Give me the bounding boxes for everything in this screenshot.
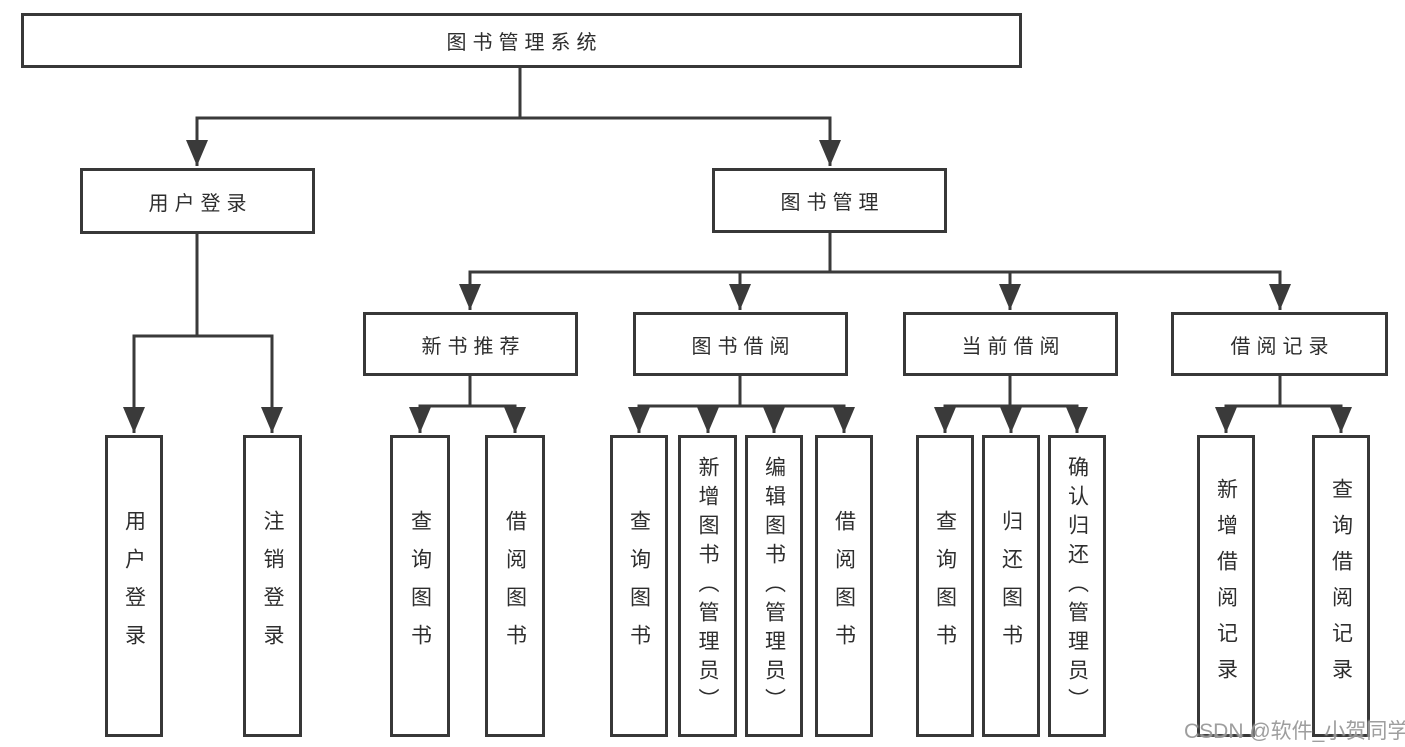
node-leaf-query-book-3: 查询图书 <box>916 435 974 737</box>
leaf-label: 查询借阅记录 <box>1329 478 1353 694</box>
node-leaf-borrow-book-1: 借阅图书 <box>485 435 545 737</box>
leaf-label: 查询图书 <box>933 510 957 662</box>
node-leaf-return-book: 归还图书 <box>982 435 1040 737</box>
leaf-label: 借阅图书 <box>503 510 527 662</box>
node-leaf-add-book-admin: 新增图书（管理员） <box>678 435 737 737</box>
node-leaf-query-book-1: 查询图书 <box>390 435 450 737</box>
leaf-label: 查询图书 <box>408 510 432 662</box>
leaf-label: 注销登录 <box>261 510 284 662</box>
node-new-book-recommend: 新书推荐 <box>363 312 578 376</box>
leaf-label: 编辑图书（管理员） <box>762 455 786 717</box>
node-root: 图书管理系统 <box>21 13 1022 68</box>
leaf-label: 新增借阅记录 <box>1214 478 1238 694</box>
node-leaf-query-book-2: 查询图书 <box>610 435 668 737</box>
node-book-borrow: 图书借阅 <box>633 312 848 376</box>
leaf-label: 借阅图书 <box>832 510 856 662</box>
node-borrow-records: 借阅记录 <box>1171 312 1388 376</box>
node-user-login: 用户登录 <box>80 168 315 234</box>
node-leaf-add-borrow-record: 新增借阅记录 <box>1197 435 1255 737</box>
node-current-borrow: 当前借阅 <box>903 312 1118 376</box>
node-leaf-edit-book-admin: 编辑图书（管理员） <box>745 435 803 737</box>
leaf-label: 新增图书（管理员） <box>696 455 719 717</box>
node-leaf-confirm-return-admin: 确认归还（管理员） <box>1048 435 1106 737</box>
csdn-watermark: CSDN @软件_小贺同学 <box>1184 720 1405 743</box>
node-leaf-user-login: 用户登录 <box>105 435 163 737</box>
leaf-label: 归还图书 <box>999 510 1023 662</box>
node-leaf-logout: 注销登录 <box>243 435 302 737</box>
node-book-management: 图书管理 <box>712 168 947 233</box>
node-leaf-borrow-book-2: 借阅图书 <box>815 435 873 737</box>
leaf-label: 查询图书 <box>627 510 651 662</box>
leaf-label: 用户登录 <box>122 510 146 662</box>
node-leaf-query-borrow-record: 查询借阅记录 <box>1312 435 1370 737</box>
leaf-label: 确认归还（管理员） <box>1065 455 1089 717</box>
